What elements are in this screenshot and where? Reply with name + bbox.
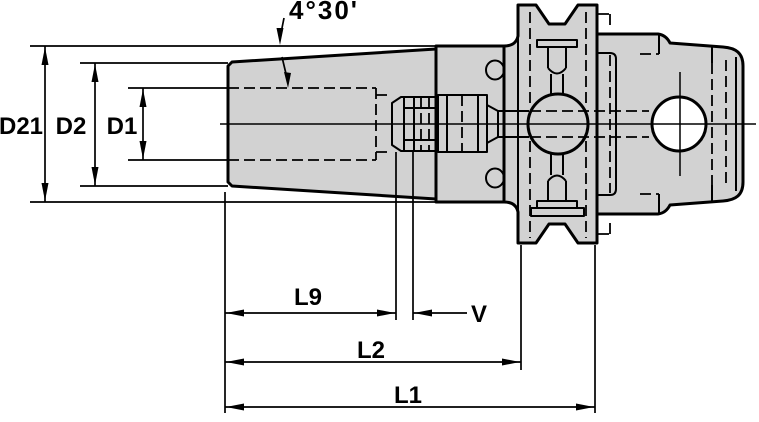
dimension-label-angle: 4°30' <box>289 0 359 25</box>
dimension-label-v: V <box>471 301 487 328</box>
dimension-v: V <box>413 301 487 328</box>
arrow-up-icon <box>91 64 99 82</box>
arrow-down-icon <box>276 28 284 45</box>
dimension-angle: 4°30' <box>276 0 359 88</box>
flange-hole-top <box>485 59 505 81</box>
dimension-label-d1: D1 <box>107 113 138 140</box>
dimension-label-l2: L2 <box>357 337 385 364</box>
extension-lines <box>30 45 596 413</box>
flange-hole-bottom <box>485 167 505 189</box>
arrow-left-icon <box>226 309 244 317</box>
arrow-up-icon <box>41 47 49 65</box>
dimension-label-d21: D21 <box>0 113 43 140</box>
screw-neck <box>498 110 529 138</box>
dimension-label-d2: D2 <box>56 113 87 140</box>
arrow-up-icon <box>139 89 147 107</box>
dimension-d2: D2 <box>56 63 99 186</box>
arrow-left-icon <box>414 309 432 317</box>
arrow-down-icon <box>91 167 99 185</box>
arrow-right-icon <box>377 309 395 317</box>
dimension-l9: L9 <box>225 284 396 317</box>
dimension-d1: D1 <box>107 88 147 160</box>
arrow-down-icon <box>284 72 291 88</box>
arrow-right-icon <box>502 358 520 366</box>
arrow-left-icon <box>226 403 244 411</box>
arrow-left-icon <box>226 358 244 366</box>
dimension-l2: L2 <box>225 337 521 366</box>
dimension-l1: L1 <box>225 382 595 411</box>
dimension-d21: D21 <box>0 46 49 202</box>
lock-slot-top <box>536 39 578 95</box>
arrow-right-icon <box>576 403 594 411</box>
arrow-down-icon <box>139 141 147 159</box>
dimension-label-l9: L9 <box>294 284 322 311</box>
dimension-label-l1: L1 <box>394 382 422 409</box>
flange-hidden-lines <box>529 12 649 238</box>
lock-slot-bottom <box>530 153 585 217</box>
dimensions: D21 D2 D1 4°30' L9 <box>0 0 596 413</box>
arrow-down-icon <box>41 183 49 201</box>
